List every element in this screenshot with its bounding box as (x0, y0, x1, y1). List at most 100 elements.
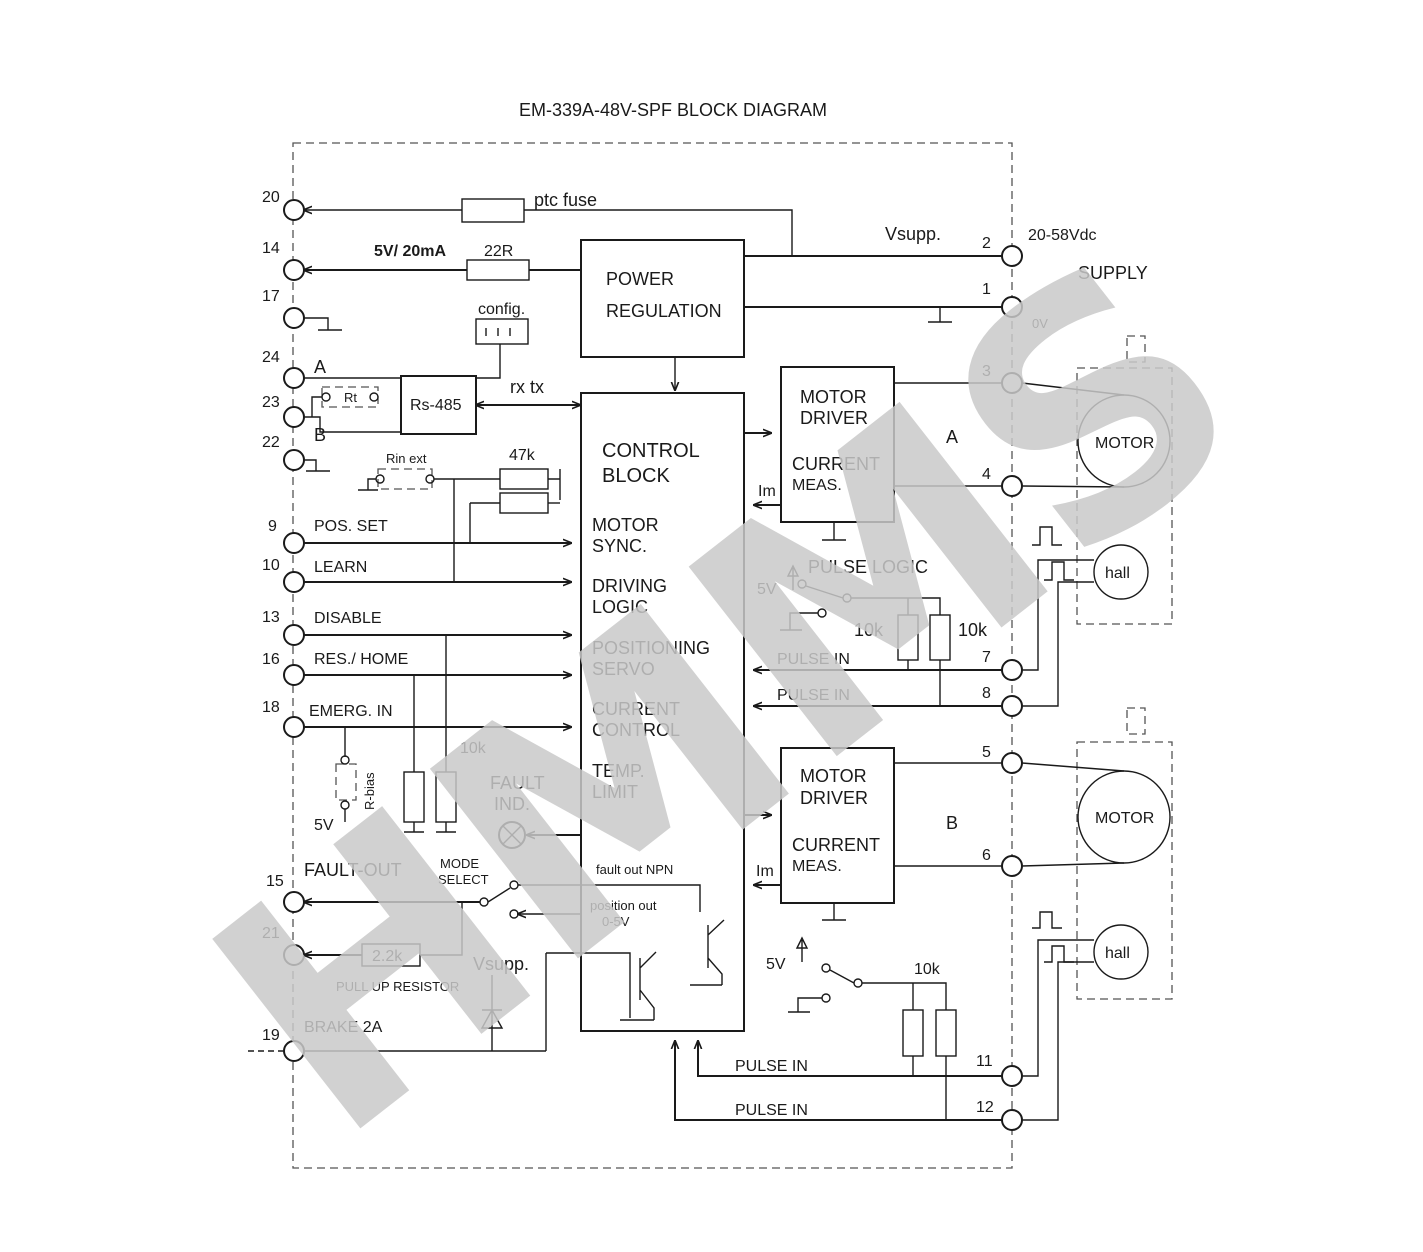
control-block (580, 392, 745, 1032)
fault-indicator-lamp (498, 821, 526, 849)
terminal-number: 16 (262, 651, 280, 668)
hall-b-label: hall (1105, 945, 1130, 962)
hall-a (1093, 544, 1149, 600)
function-label: DRIVING (592, 576, 667, 596)
motor-a-label: MOTOR (1095, 435, 1154, 452)
terminal-17[interactable] (283, 307, 305, 329)
resistor-22r (466, 259, 530, 281)
terminal-13[interactable] (283, 624, 305, 646)
terminal-22[interactable] (283, 449, 305, 471)
terminal-5[interactable] (1001, 752, 1023, 774)
terminal-number: 3 (982, 363, 991, 380)
pulse-logic-label: PULSE LOGIC (808, 557, 928, 577)
terminal-23[interactable] (283, 406, 305, 428)
config-label: config. (478, 301, 525, 318)
terminal-9[interactable] (283, 532, 305, 554)
terminal-16[interactable] (283, 664, 305, 686)
control-block-label: CONTROL (602, 440, 700, 462)
terminal-14[interactable] (283, 259, 305, 281)
terminal-number: 20 (262, 189, 280, 206)
terminal-number: 10 (262, 557, 280, 574)
channel-b-label: B (946, 813, 958, 833)
right-terminals (1001, 245, 1023, 1131)
control-functions: MOTOR SYNC. DRIVING LOGIC POSITIONING SE… (592, 515, 710, 802)
diagram-title: EM-339A-48V-SPF BLOCK DIAGRAM (519, 100, 827, 120)
im-label: Im (756, 863, 774, 880)
five-v-label: 5V (314, 817, 334, 834)
terminal-number: 8 (982, 685, 991, 702)
terminal-10[interactable] (283, 571, 305, 593)
terminal-number: 7 (982, 649, 991, 666)
resistor-10k-pulse-b1 (902, 1009, 924, 1057)
motor-a-housing (1076, 367, 1173, 625)
label-learn: LEARN (314, 559, 367, 576)
resistor-47k-b (499, 492, 549, 514)
terminal-number: 15 (266, 873, 284, 890)
channel-a-label: A (946, 427, 958, 447)
supply-label: SUPPLY (1078, 263, 1148, 283)
driver-a-label: MOTOR (800, 387, 867, 407)
function-label: MOTOR (592, 515, 659, 535)
position-out-label: 0-5V (602, 914, 630, 929)
driver-a-label: MEAS. (792, 477, 842, 494)
pulse-in-label: PULSE IN (735, 1058, 808, 1075)
mode-select-label: MODE (440, 856, 479, 871)
function-label: SYNC. (592, 536, 647, 556)
terminal-number: 6 (982, 847, 991, 864)
label-brake: BRAKE 2A (304, 1019, 383, 1036)
terminal-12[interactable] (1001, 1109, 1023, 1131)
mode-select-label: SELECT (438, 872, 489, 887)
driver-b-label: MOTOR (800, 766, 867, 786)
resistor-2k2-label: 2.2k (372, 948, 403, 965)
r-bias-label: R-bias (362, 772, 377, 810)
rs485-label: Rs-485 (410, 397, 462, 414)
label-fault-out: FAULT-OUT (304, 860, 402, 880)
motor-b-label: MOTOR (1095, 810, 1154, 827)
fault-ind-label: FAULT (490, 773, 545, 793)
resistor-10k-label: 10k (914, 961, 941, 978)
label-b: B (314, 425, 326, 445)
terminal-number: 21 (262, 925, 280, 942)
rin-ext-label: Rin ext (386, 451, 427, 466)
terminal-24[interactable] (283, 367, 305, 389)
driver-a-label: DRIVER (800, 408, 868, 428)
resistor-10k-pulse-b2 (935, 1009, 957, 1057)
terminal-18[interactable] (283, 716, 305, 738)
driver-b-label: CURRENT (792, 835, 880, 855)
left-terminal-numbers: 20 14 17 24 23 22 9 10 13 16 18 15 21 19 (262, 189, 284, 1044)
terminal-number: 24 (262, 349, 280, 366)
vsupp-label: Vsupp. (885, 224, 941, 244)
power-block-label: REGULATION (606, 301, 722, 321)
resistor-47k-a (499, 468, 549, 490)
fault-ind-label: IND. (494, 794, 530, 814)
control-block-label: BLOCK (602, 465, 670, 487)
terminal-20[interactable] (283, 199, 305, 221)
motor-driver-a (780, 366, 895, 523)
terminal-number: 4 (982, 466, 991, 483)
im-label: Im (758, 483, 776, 500)
pulse-in-label: PULSE IN (777, 687, 850, 704)
function-label: POSITIONING (592, 638, 710, 658)
rx-tx-label: rx tx (510, 377, 544, 397)
terminal-number: 22 (262, 434, 280, 451)
pull-up-label: PULL UP RESISTOR (336, 979, 459, 994)
five-v-b-label: 5V (766, 956, 786, 973)
rin-ext (377, 468, 433, 490)
label-res-home: RES./ HOME (314, 651, 408, 668)
pulse-in-label: PULSE IN (735, 1102, 808, 1119)
motor-b-housing (1076, 741, 1173, 1000)
ptc-fuse (461, 198, 525, 223)
rt-label: Rt (344, 390, 357, 405)
ptc-fuse-label: ptc fuse (534, 190, 597, 210)
driver-b-label: DRIVER (800, 788, 868, 808)
terminal-11[interactable] (1001, 1065, 1023, 1087)
resistor-10k-label: 10k (460, 740, 487, 757)
driver-b-label: MEAS. (792, 858, 842, 875)
right-terminal-numbers: 2 1 3 4 7 8 5 6 11 12 (976, 235, 994, 1116)
terminal-number: 17 (262, 288, 280, 305)
power-block-label: POWER (606, 269, 674, 289)
terminal-number: 19 (262, 1027, 280, 1044)
position-out-label: position out (590, 898, 657, 913)
config-jumper (475, 318, 529, 345)
terminal-6[interactable] (1001, 855, 1023, 877)
